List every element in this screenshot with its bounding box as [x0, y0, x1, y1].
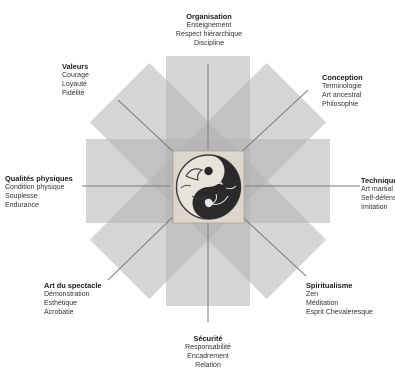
label-group-valeurs: Valeurs Courage Loyauté Fidélité [62, 62, 89, 98]
valeurs-item-1: Courage [62, 72, 89, 79]
organisation-item-3: Discipline [194, 40, 224, 47]
label-group-technique: Technique Art martial Self-défense Imita… [361, 176, 395, 212]
title-conception: Conception [322, 73, 363, 82]
technique-item-2: Self-défense [361, 195, 395, 202]
spoke-art-spectacle [107, 209, 181, 281]
technique-item-3: Imitation [361, 204, 388, 211]
title-art-spectacle: Art du spectacle [44, 281, 102, 290]
conception-item-2: Art ancestral [322, 92, 362, 99]
label-group-securite: Sécurité Responsabilité Encadrement Rela… [168, 334, 248, 370]
label-group-organisation: Organisation Enseignement Respect hiérar… [160, 12, 258, 48]
organisation-item-1: Enseignement [186, 22, 232, 29]
title-valeurs: Valeurs [62, 62, 89, 71]
securite-item-3: Relation [195, 362, 221, 369]
organisation-item-2: Respect hiérarchique [175, 31, 243, 38]
conception-item-3: Philosophie [322, 101, 359, 108]
yin-yang-dragon-icon [175, 154, 242, 220]
label-group-art-spectacle: Art du spectacle Démonstration Esthétiqu… [44, 281, 102, 317]
art-spectacle-item-2: Esthétique [44, 300, 78, 307]
title-qualites-physiques: Qualités physiques [5, 174, 73, 183]
technique-item-1: Art martial [361, 186, 393, 193]
title-spiritualisme: Spiritualisme [306, 281, 353, 290]
valeurs-item-3: Fidélité [62, 90, 85, 97]
valeurs-item-2: Loyauté [62, 81, 87, 88]
art-spectacle-item-1: Démonstration [44, 291, 90, 298]
spoke-conception [234, 89, 309, 159]
spokes [82, 64, 360, 322]
title-technique: Technique [361, 176, 395, 185]
spiritualisme-item-3: Esprit Chevaleresque [306, 309, 373, 316]
yin-yang-medallion [172, 150, 245, 224]
spiritualisme-item-2: Méditation [306, 300, 339, 307]
spoke-valeurs [117, 99, 181, 159]
conception-item-1: Terminologie [322, 83, 362, 90]
spiritualisme-item-1: Zen [306, 291, 319, 298]
qualites-item-1: Condition physique [5, 184, 65, 191]
label-group-spiritualisme: Spiritualisme Zen Méditation Esprit Chev… [306, 281, 373, 317]
label-group-conception: Conception Terminologie Art ancestral Ph… [322, 73, 363, 109]
title-securite: Sécurité [193, 334, 223, 343]
spoke-spiritualisme [234, 209, 307, 277]
qualites-item-2: Souplesse [5, 193, 38, 200]
securite-item-2: Encadrement [187, 353, 229, 360]
qualites-item-3: Endurance [5, 202, 39, 209]
securite-item-1: Responsabilité [185, 344, 231, 351]
title-organisation: Organisation [186, 12, 232, 21]
label-group-qualites-physiques: Qualités physiques Condition physique So… [5, 174, 73, 210]
art-spectacle-item-3: Acrobatie [44, 309, 74, 316]
